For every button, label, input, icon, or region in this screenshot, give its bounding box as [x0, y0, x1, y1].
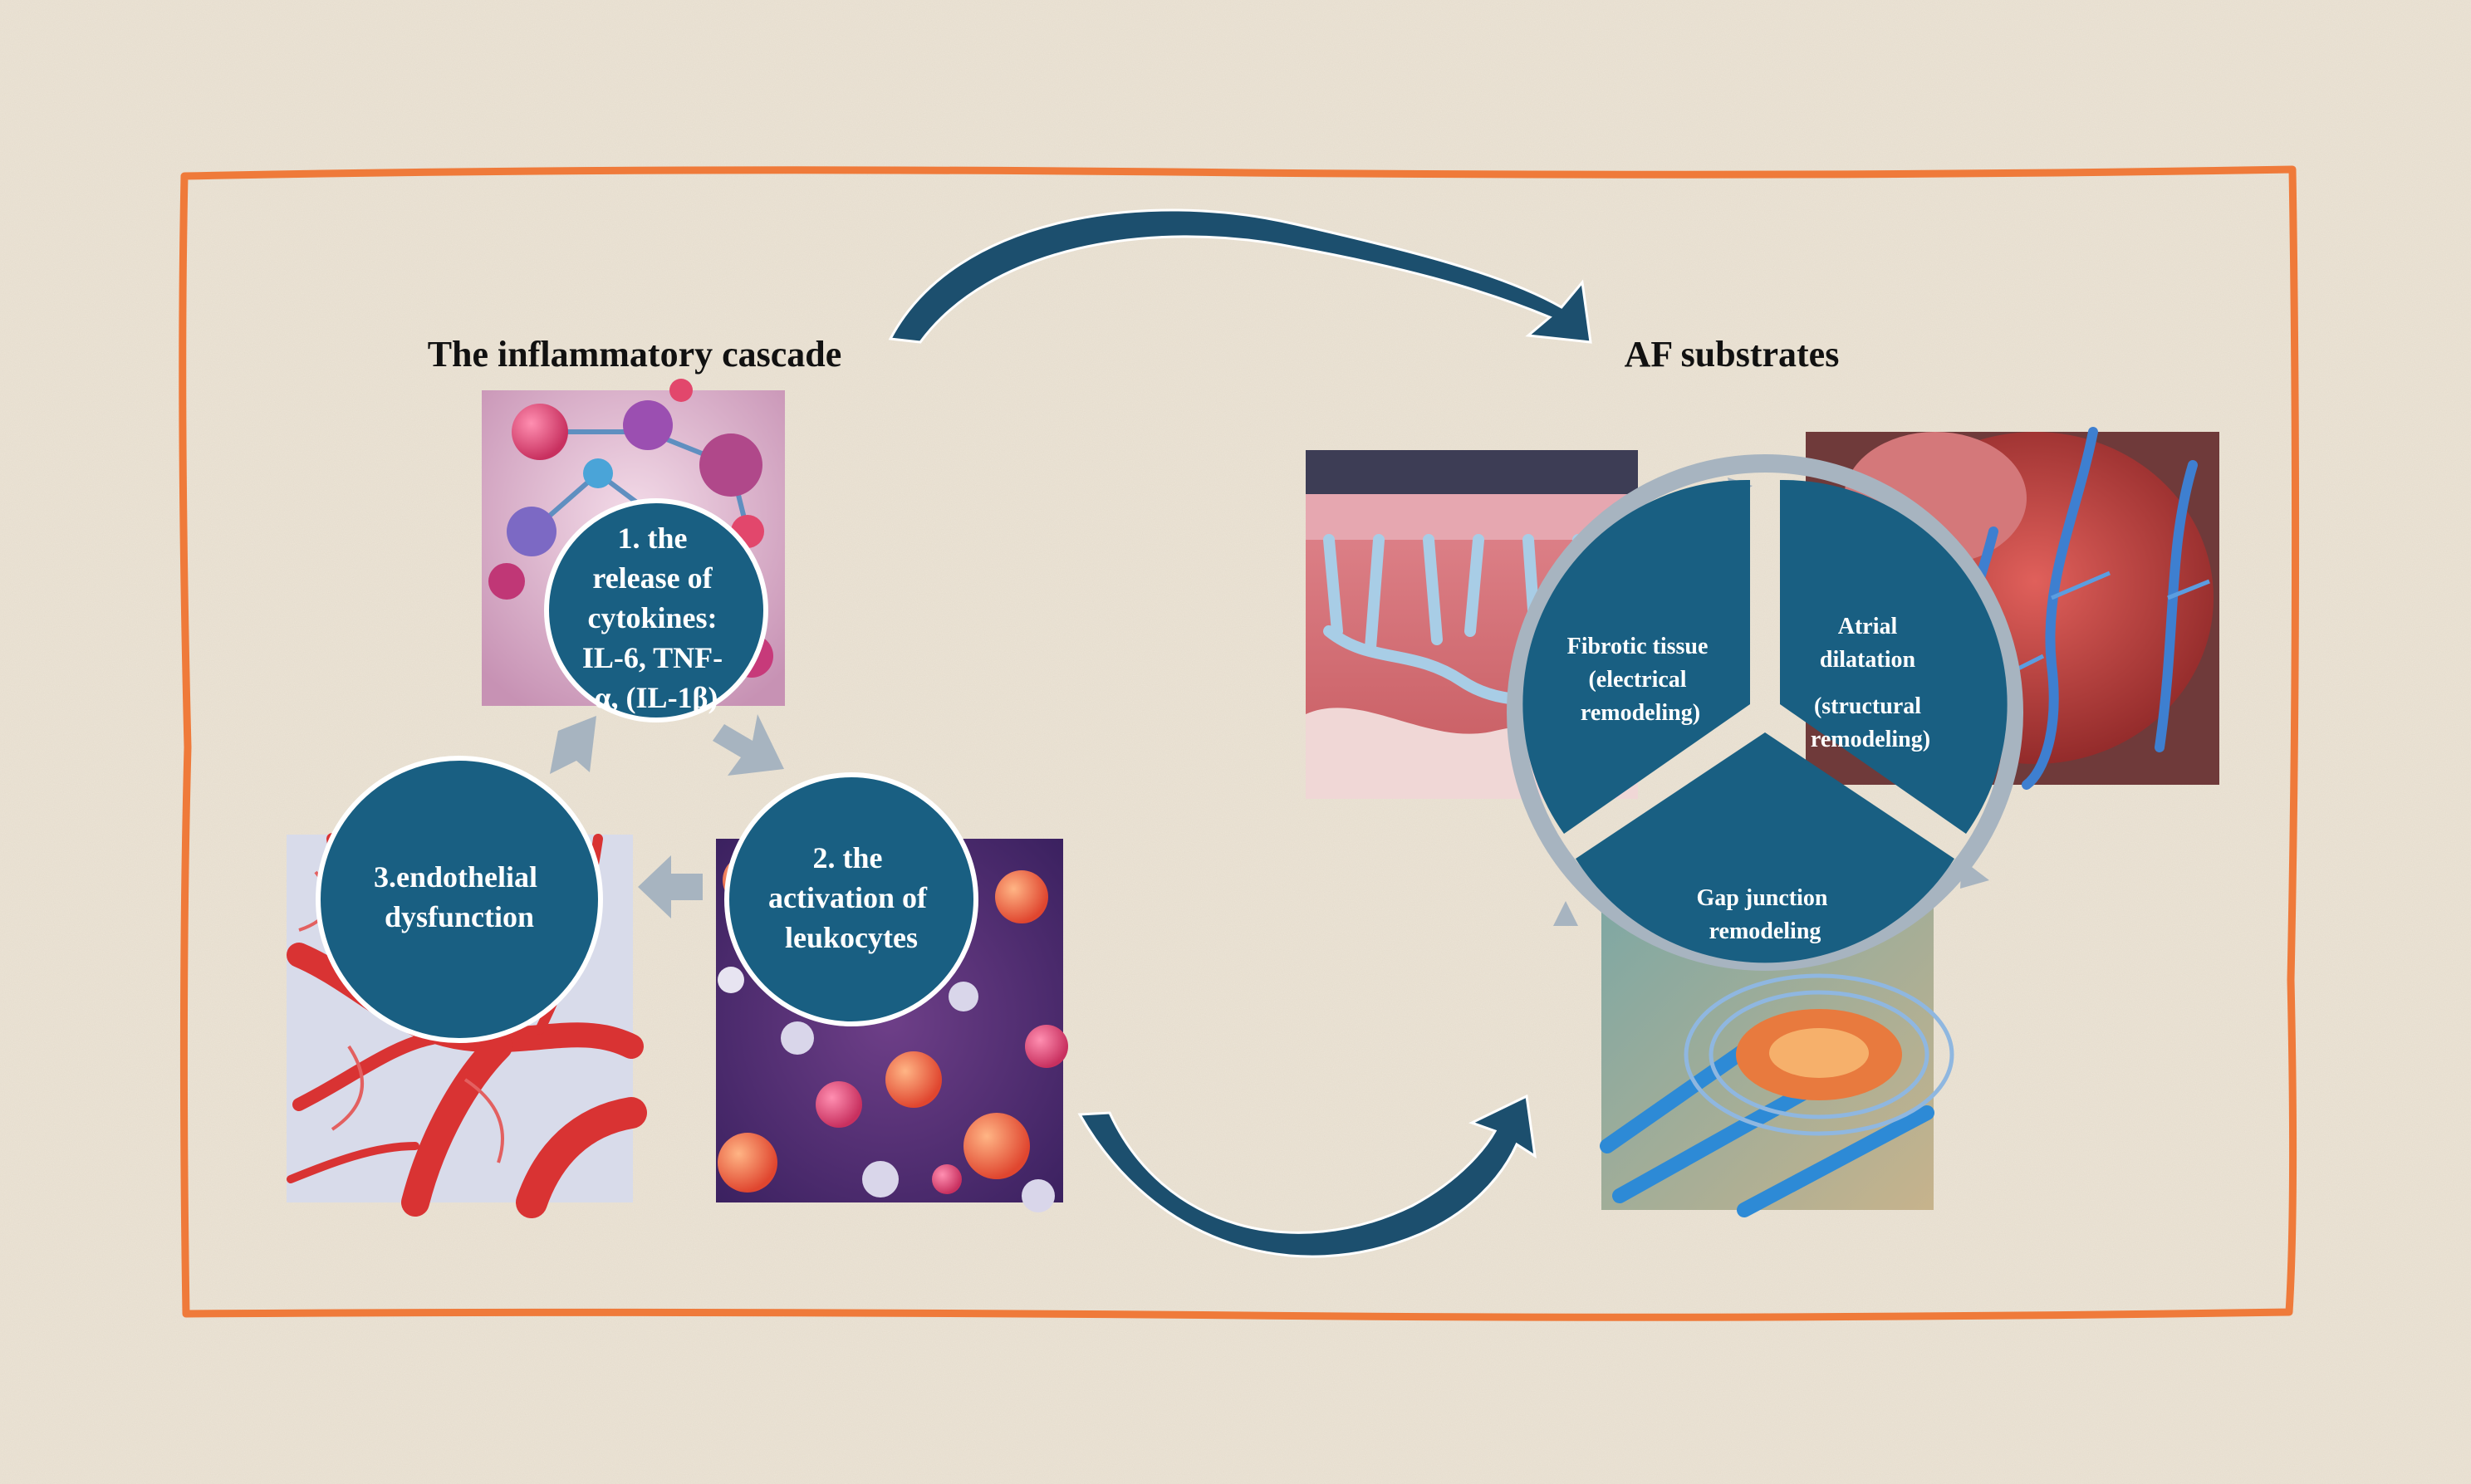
leukocyte-cell [963, 1113, 1030, 1179]
node-text-line: leukocytes [785, 921, 918, 954]
pie-slice-gap [1576, 732, 1954, 963]
leukocyte-cell [949, 982, 978, 1011]
leukocyte-cell [1022, 1179, 1055, 1212]
substrate-text-line: Gap junction [1697, 885, 1828, 911]
substrate-label-fibrotic: Fibrotic tissue (electrical remodeling) [1567, 634, 1714, 726]
curved-arrow-icon [1077, 1094, 1537, 1258]
curved-arrow-icon [888, 208, 1592, 344]
substrate-text-line: Atrial [1838, 614, 1898, 639]
leukocyte-cell [718, 1133, 777, 1193]
svg-text:2. the activation of: 2. the activation of leukocytes [768, 841, 934, 954]
heading-inflammatory-cascade: The inflammatory cascade [428, 334, 842, 375]
pie-slice-atrial [1780, 479, 2008, 834]
substrate-text-line: remodeling) [1811, 727, 1930, 752]
substrate-text-line: (structural [1814, 693, 1921, 719]
substrate-text-line: (electrical [1588, 667, 1686, 693]
leukocyte-cell [932, 1164, 962, 1194]
node-text-line: 1. the [618, 522, 688, 555]
block-arrow-icon [638, 855, 703, 918]
node-text-line: cytokines: [588, 601, 718, 634]
substrate-label-atrial: Atrial dilatation (structural remodeling… [1811, 614, 1930, 752]
node-text-line: dysfunction [385, 900, 534, 933]
cascade-node-endothelial: 3.endothelial dysfunction [316, 756, 603, 1043]
substrate-text-line: remodeling [1709, 918, 1821, 944]
node-text-line: release of [592, 561, 713, 595]
leukocyte-cell [816, 1081, 862, 1128]
leukocyte-cell [995, 870, 1048, 923]
leukocyte-cell [862, 1161, 899, 1197]
node-text-line: activation of [768, 881, 928, 914]
svg-text:1. the release of: 1. the release of cytokines: IL-6, TNF- … [582, 522, 730, 714]
pie-slice-fibrotic [1522, 479, 1750, 834]
substrate-pie [1522, 479, 2008, 963]
hand-drawn-frame [179, 165, 2300, 1321]
substrate-text-line: remodeling) [1581, 700, 1700, 726]
node-text-line: α, (IL-1β) [594, 681, 718, 714]
svg-text:3.endothelial dysfunctio: 3.endothelial dysfunction [374, 860, 545, 933]
cascade-node-cytokines: 1. the release of cytokines: IL-6, TNF- … [544, 498, 768, 722]
block-arrow-icon [713, 714, 784, 776]
leukocyte-cell [885, 1051, 942, 1108]
leukocyte-cell [781, 1021, 814, 1055]
heading-af-substrates: AF substrates [1625, 334, 1840, 375]
block-arrow-icon [550, 716, 596, 774]
node-text-line: IL-6, TNF- [582, 641, 723, 674]
leukocyte-cell [718, 967, 744, 993]
node-text-line: 2. the [813, 841, 883, 874]
leukocyte-cell [1025, 1025, 1068, 1068]
cascade-node-leukocytes: 2. the activation of leukocytes [724, 772, 978, 1026]
substrate-text-line: dilatation [1820, 647, 1916, 673]
substrate-label-gap: Gap junction remodeling [1697, 885, 1834, 944]
substrate-text-line: Fibrotic tissue [1567, 634, 1709, 659]
node-text-line: 3.endothelial [374, 860, 537, 894]
